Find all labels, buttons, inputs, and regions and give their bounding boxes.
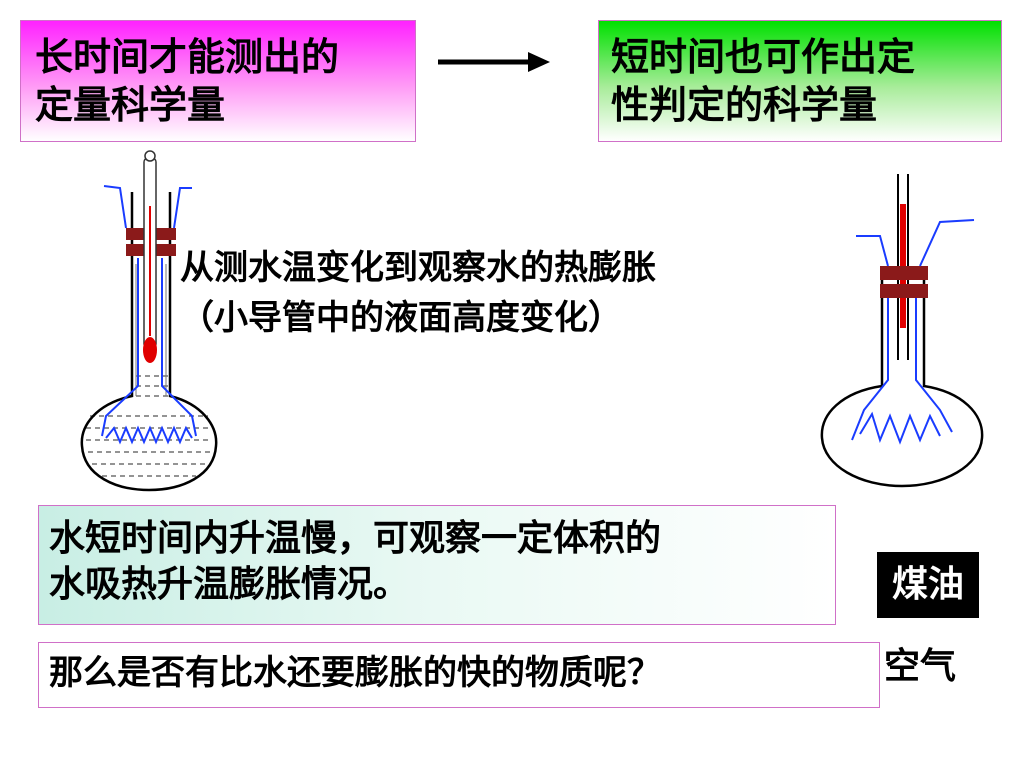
box-line: 长时间才能测出的 [35,35,340,79]
flask-with-tube-icon [820,174,984,488]
flask-with-thermometer-icon [80,150,218,492]
kerosene-label: 煤油 [877,552,979,618]
caption-line: （小导管中的液面高度变化） [180,298,622,338]
box-line: 定量科学量 [35,83,226,127]
right-arrow-icon [438,52,550,72]
box-line: 水短时间内升温慢，可观察一定体积的 [49,518,662,559]
question-box: 那么是否有比水还要膨胀的快的物质呢？ [38,642,880,708]
box-line: 性判定的科学量 [611,83,878,127]
long-time-quantity-box: 长时间才能测出的 定量科学量 [20,20,416,142]
box-line: 水吸热升温膨胀情况。 [49,564,410,605]
water-expansion-box: 水短时间内升温慢，可观察一定体积的 水吸热升温膨胀情况。 [38,505,836,625]
question-text: 那么是否有比水还要膨胀的快的物质呢？ [49,653,661,693]
short-time-quantity-box: 短时间也可作出定 性判定的科学量 [598,20,1002,142]
caption-line: 从测水温变化到观察水的热膨胀 [180,248,656,288]
box-line: 短时间也可作出定 [611,35,916,79]
observation-caption: 从测水温变化到观察水的热膨胀 （小导管中的液面高度变化） [180,243,656,343]
air-label: 空气 [884,646,957,687]
